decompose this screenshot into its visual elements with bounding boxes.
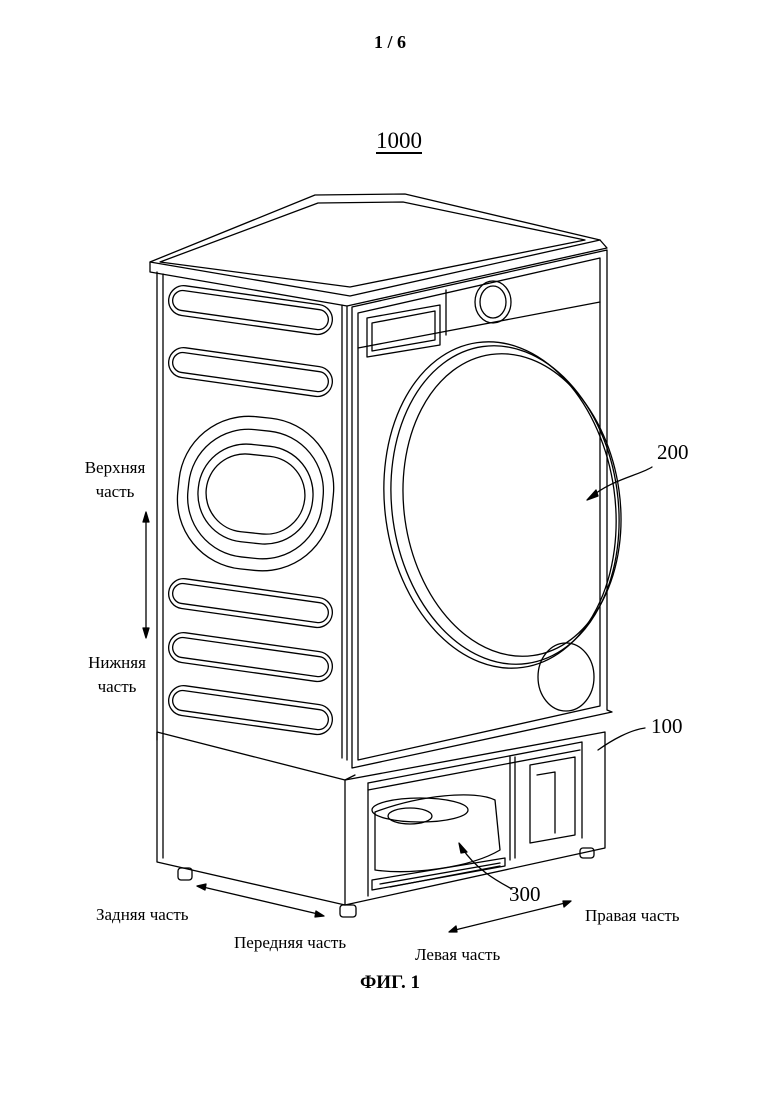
figure-caption: ФИГ. 1	[0, 972, 780, 994]
rear-part-label: Задняя часть	[96, 905, 189, 925]
lower-part-label: Нижняя часть	[62, 651, 172, 699]
upper-part-label: Верхняя часть	[60, 456, 170, 504]
side-panel	[157, 272, 347, 760]
filter-cover	[538, 643, 594, 711]
base-reference-numeral: 100	[651, 714, 683, 739]
door	[363, 327, 640, 684]
lower-part-label-line1: Нижняя	[62, 651, 172, 675]
upper-part-label-line1: Верхняя	[60, 456, 170, 480]
top-panel	[150, 194, 607, 306]
right-part-label: Правая часть	[585, 906, 680, 926]
side-vent-slots	[167, 284, 335, 737]
drawer-tray	[372, 795, 505, 890]
side-oval-port	[170, 409, 340, 577]
front-panel	[352, 250, 612, 768]
tray-reference-numeral: 300	[509, 882, 541, 907]
upper-part-label-line2: часть	[60, 480, 170, 504]
front-part-label: Передняя часть	[234, 933, 346, 953]
door-reference-numeral: 200	[657, 440, 689, 465]
lower-part-label-line2: часть	[62, 675, 172, 699]
left-part-label: Левая часть	[415, 945, 500, 965]
